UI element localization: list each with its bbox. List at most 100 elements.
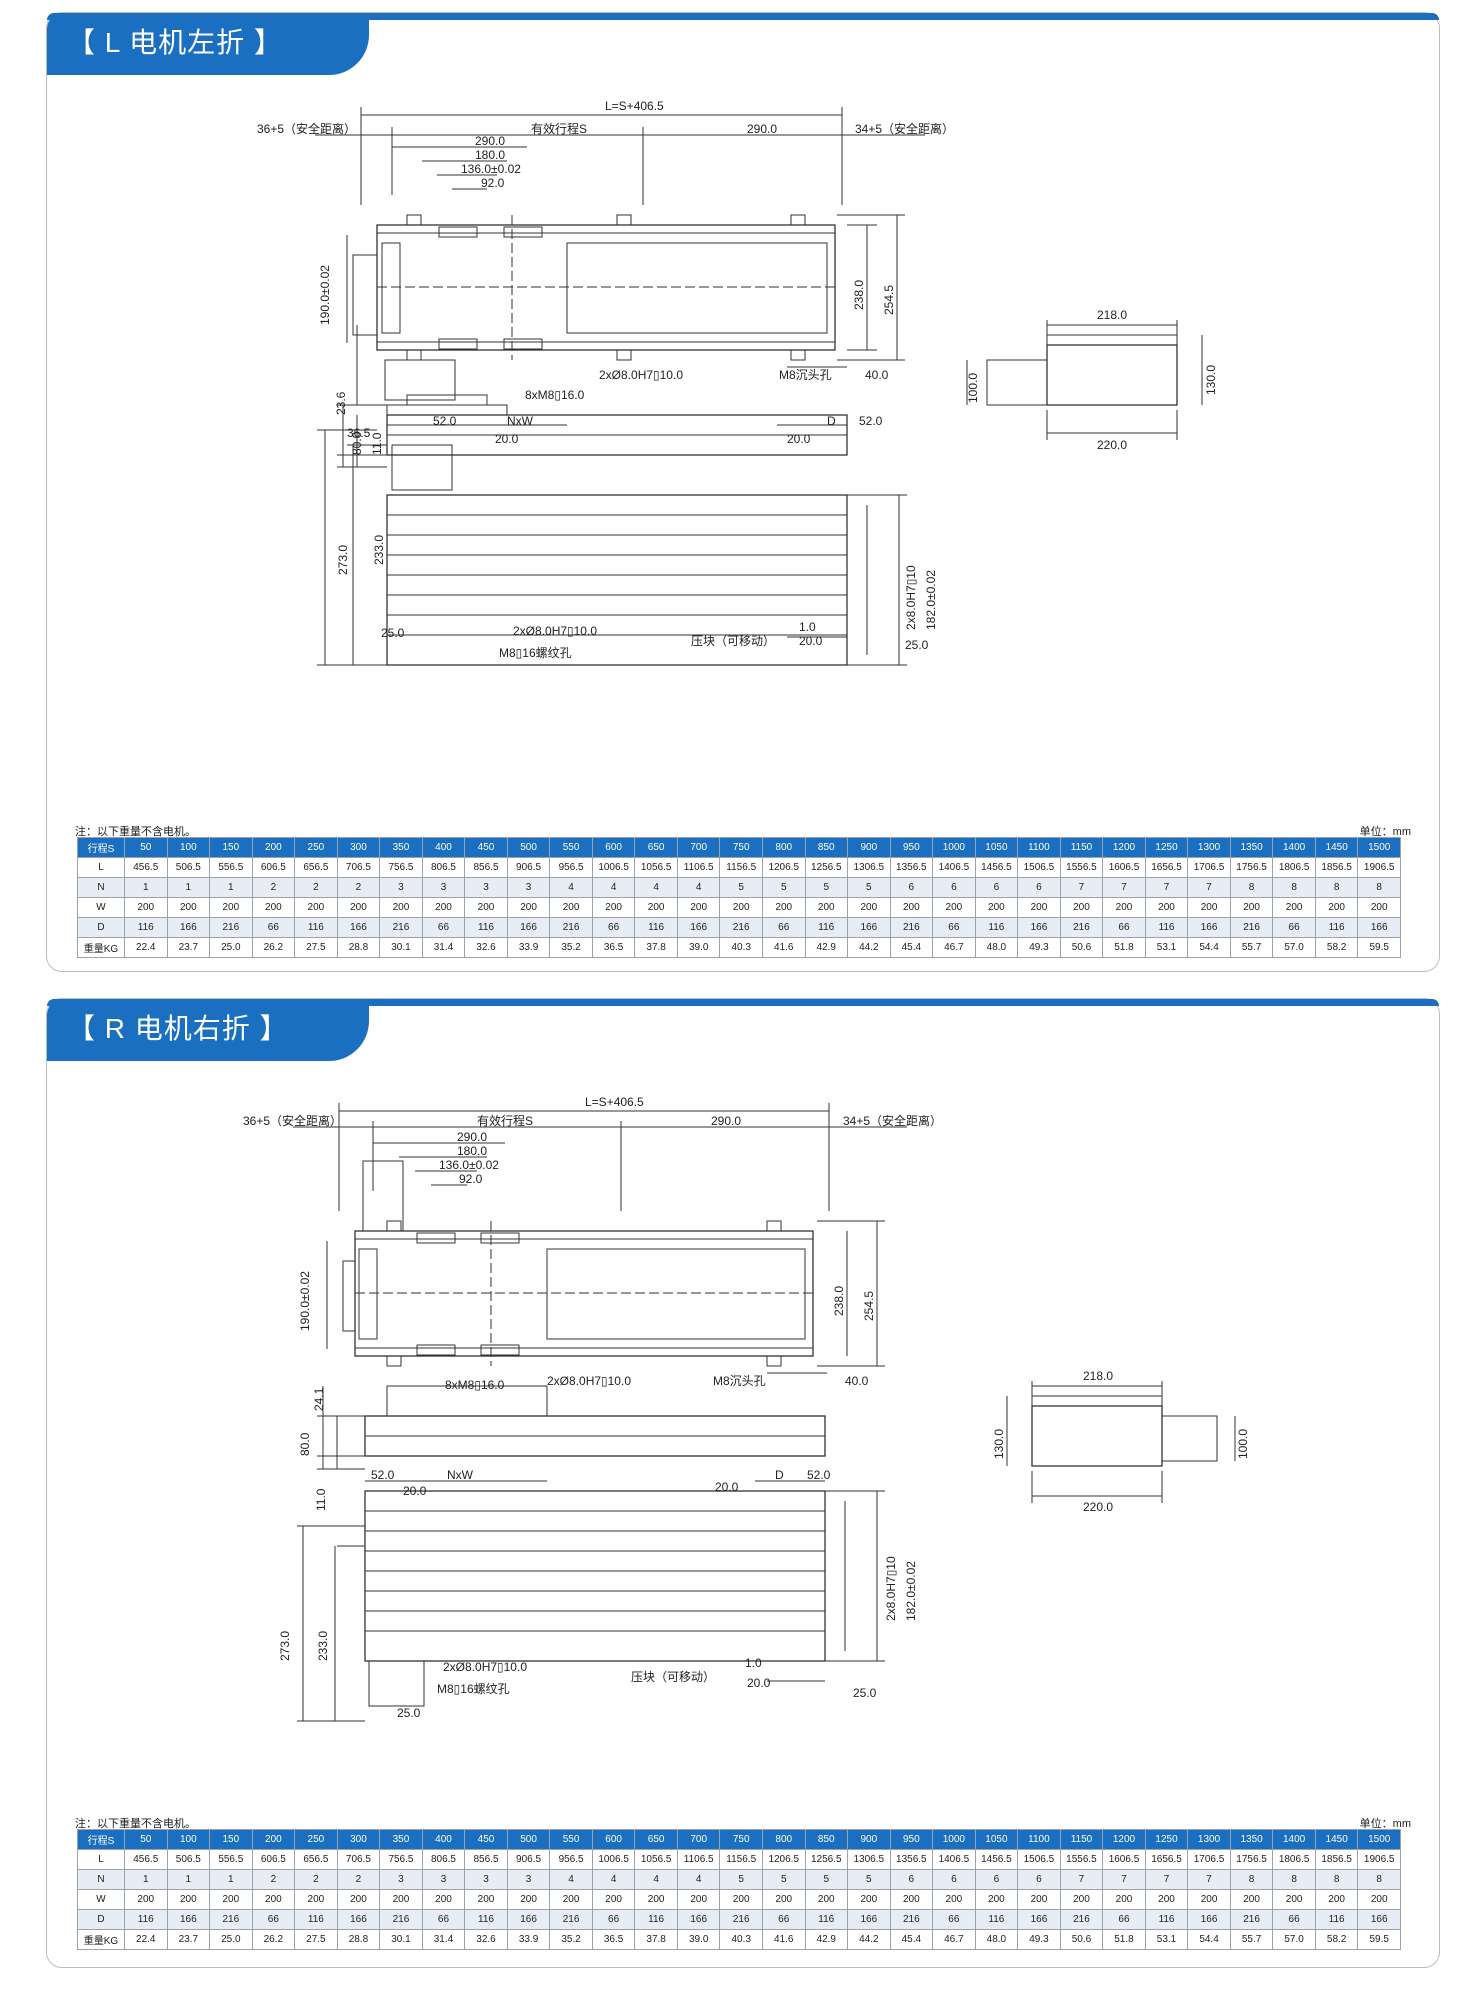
section-top-bar — [47, 13, 1439, 20]
label-m8-16-thread: M8▯16螺纹孔 — [437, 1682, 510, 1696]
table-cell: 2 — [294, 877, 338, 898]
table-cell: 4 — [634, 1869, 678, 1890]
table-cell: 3 — [421, 877, 466, 898]
table-cell: 50 — [124, 1829, 168, 1850]
table-cell: 200 — [549, 1889, 593, 1910]
table-cell: 66 — [1102, 917, 1146, 938]
label-pin-holes-bottom: 2xØ8.0H7▯10.0 — [443, 1660, 527, 1674]
table-cell: 7 — [1102, 1869, 1146, 1890]
table-cell: 550 — [549, 1829, 593, 1850]
table-cell: 200 — [166, 1889, 211, 1910]
table-cell: 200 — [1059, 1889, 1104, 1910]
table-cell: 46.7 — [932, 937, 976, 958]
table-cell: 22.4 — [124, 1929, 168, 1950]
table-cell: 1206.5 — [761, 1849, 806, 1870]
table-cell: 350 — [379, 1829, 423, 1850]
table-cell: 1706.5 — [1187, 857, 1231, 878]
table-cell: 200 — [847, 897, 891, 918]
table-cell: 45.4 — [889, 1929, 934, 1950]
table-cell: 806.5 — [421, 857, 466, 878]
table-cell: 200 — [889, 897, 934, 918]
table-cell: 950 — [889, 1829, 934, 1850]
table-cell: 6 — [932, 1869, 976, 1890]
table-cell: 66 — [251, 1909, 296, 1930]
table-cell: 42.9 — [804, 937, 849, 958]
table-row-label: L — [77, 857, 125, 878]
table-cell: 5 — [719, 877, 763, 898]
label-dim-23-6: 23.6 — [334, 391, 348, 415]
table-cell: 500 — [506, 1829, 551, 1850]
table-cell: 116 — [804, 1909, 849, 1930]
table-cell: 200 — [761, 897, 806, 918]
table-cell: 1056.5 — [634, 1849, 678, 1870]
table-cell: 28.8 — [336, 1929, 381, 1950]
table-cell: 6 — [974, 877, 1019, 898]
table-cell: 200 — [251, 1889, 296, 1910]
table-cell: 216 — [719, 1909, 763, 1930]
label-dim-40: 40.0 — [845, 1374, 869, 1388]
table-cell: 200 — [676, 1889, 721, 1910]
label-dim-180: 180.0 — [457, 1144, 487, 1158]
table-cell: 200 — [719, 1889, 763, 1910]
table-cell: 1506.5 — [1017, 1849, 1061, 1870]
table-cell: 750 — [719, 837, 763, 858]
table-cell: 1856.5 — [1314, 857, 1359, 878]
table-cell: 8 — [1272, 877, 1316, 898]
table-cell: 200 — [336, 1889, 381, 1910]
table-cell: 1906.5 — [1357, 857, 1401, 878]
label-dim-238: 238.0 — [832, 1286, 846, 1316]
table-cell: 150 — [209, 837, 253, 858]
table-cell: 66 — [761, 917, 806, 938]
table-cell: 650 — [634, 837, 678, 858]
table-cell: 50 — [124, 837, 168, 858]
table-cell: 5 — [761, 1869, 806, 1890]
table-cell: 1200 — [1102, 1829, 1146, 1850]
table-cell: 200 — [1017, 897, 1061, 918]
table-cell: 216 — [209, 1909, 253, 1930]
table-cell: 700 — [676, 1829, 721, 1850]
table-unit: 单位：mm — [1359, 1818, 1411, 1830]
table-cell: 5 — [847, 877, 891, 898]
label-dim-254: 254.5 — [882, 285, 896, 315]
table-cell: 44.2 — [847, 1929, 891, 1950]
table-cell: 1250 — [1144, 837, 1189, 858]
table-cell: 116 — [634, 1909, 678, 1930]
table-cell: 1300 — [1187, 1829, 1231, 1850]
table-cell: 4 — [549, 1869, 593, 1890]
label-slider-block: 压块（可移动） — [691, 634, 775, 648]
table-cell: 756.5 — [379, 857, 423, 878]
label-total-length: L=S+406.5 — [605, 99, 664, 113]
table-cell: 116 — [124, 1909, 168, 1930]
table-cell: 30.1 — [379, 1929, 423, 1950]
table-cell: 55.7 — [1229, 937, 1274, 958]
table-cell: 59.5 — [1357, 1929, 1401, 1950]
table-cell: 1206.5 — [761, 857, 806, 878]
table-cell: 42.9 — [804, 1929, 849, 1950]
table-cell: 200 — [294, 1889, 338, 1910]
label-dim-20-bottom: 20.0 — [799, 634, 823, 648]
table-cell: 116 — [464, 1909, 508, 1930]
label-m8-thread: 8xM8▯16.0 — [445, 1378, 505, 1392]
table-cell: 31.4 — [421, 1929, 466, 1950]
table-cell: 7 — [1102, 877, 1146, 898]
table-cell: 216 — [889, 1909, 934, 1930]
table-cell: 58.2 — [1314, 937, 1359, 958]
label-dim-100: 100.0 — [1236, 1429, 1250, 1459]
table-cell: 1350 — [1229, 837, 1274, 858]
table-cell: 1806.5 — [1272, 1849, 1316, 1870]
table-cell: 200 — [591, 897, 636, 918]
table-cell: 48.0 — [974, 1929, 1019, 1950]
table-cell: 200 — [1314, 897, 1359, 918]
label-dim-11: 11.0 — [370, 432, 384, 455]
table-cell: 5 — [804, 877, 849, 898]
table-cell: 49.3 — [1017, 1929, 1061, 1950]
label-dim-92: 92.0 — [459, 1172, 483, 1186]
table-cell: 166 — [336, 1909, 381, 1930]
table-cell: 6 — [932, 877, 976, 898]
table-cell: 116 — [124, 917, 168, 938]
table-cell: 200 — [1017, 1889, 1061, 1910]
label-pin-side: 2x8.0H7▯10 — [904, 565, 918, 630]
